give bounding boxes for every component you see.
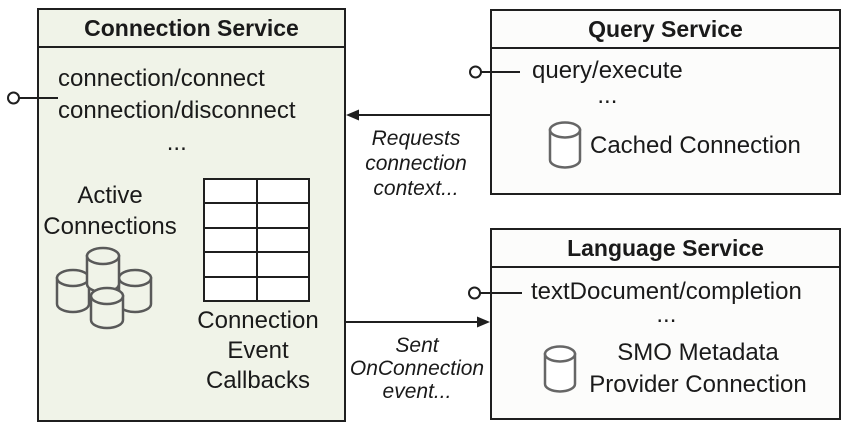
methods-ellipsis: ...: [597, 82, 618, 109]
query-service-box: Query Service: [490, 9, 841, 195]
method-connection-connect: connection/connect: [58, 65, 265, 92]
connection-service-title: Connection Service: [39, 10, 344, 48]
callbacks-table-icon: [203, 178, 310, 302]
language-service-title: Language Service: [492, 230, 839, 268]
method-query-execute: query/execute: [532, 57, 683, 84]
sent-annotation: Sent OnConnection event...: [349, 334, 485, 403]
requests-connection-arrow: [346, 109, 490, 121]
cached-connection-label: Cached Connection: [590, 132, 801, 159]
database-icon: [548, 121, 582, 169]
callbacks-label: Connection Event Callbacks: [197, 307, 319, 394]
method-connection-disconnect: connection/disconnect: [58, 97, 296, 124]
smo-provider-label: SMO Metadata Provider Connection: [589, 339, 807, 398]
language-methods: textDocument/completion ...: [531, 278, 802, 328]
query-methods: query/execute ...: [532, 58, 683, 108]
onconnection-event-arrow: [346, 316, 490, 328]
methods-ellipsis: ...: [656, 301, 677, 328]
connection-methods: connection/connect connection/disconnect…: [58, 63, 296, 159]
active-connections-label: Active Connections: [43, 182, 177, 240]
database-icon: [543, 345, 577, 393]
methods-ellipsis: ...: [166, 129, 187, 156]
database-cluster-icon: [55, 246, 153, 330]
query-service-title: Query Service: [492, 11, 839, 49]
method-textdocument-completion: textDocument/completion: [531, 278, 802, 305]
requests-annotation: Requests connection context...: [365, 127, 467, 200]
